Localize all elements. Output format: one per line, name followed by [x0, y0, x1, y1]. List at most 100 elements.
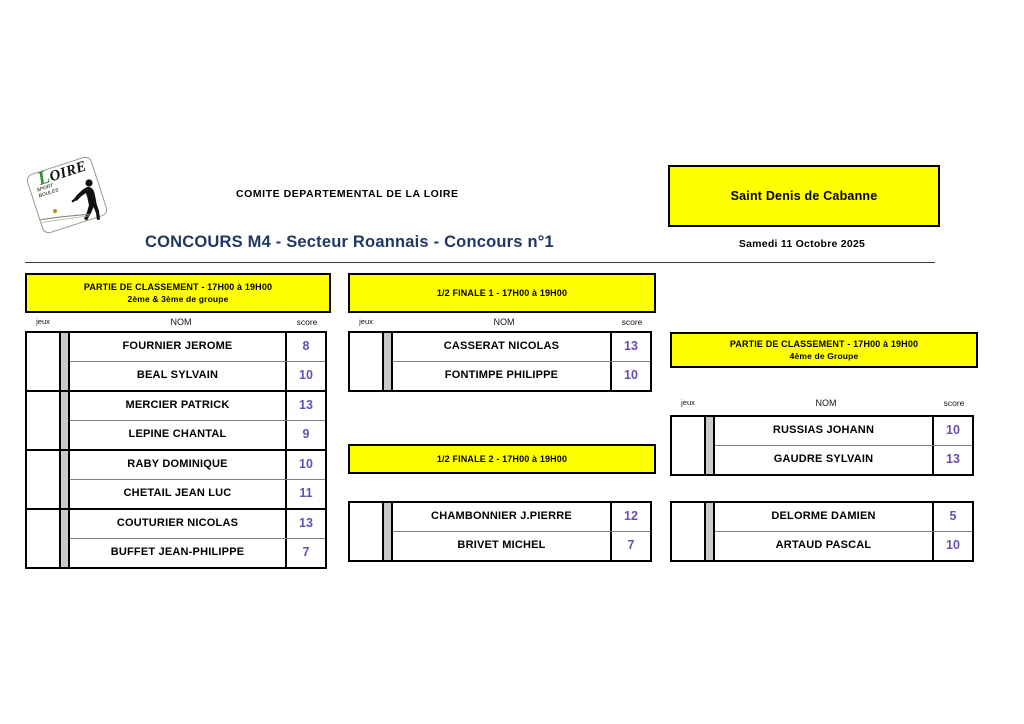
cell-jeux[interactable] — [27, 451, 61, 508]
page-title: CONCOURS M4 - Secteur Roannais - Concour… — [145, 233, 554, 251]
boule-ball-icon — [53, 209, 57, 213]
cell-jeux[interactable] — [672, 417, 706, 474]
section-banner-classement-2-3: PARTIE DE CLASSEMENT - 17H00 à 19H00 2èm… — [25, 273, 331, 313]
column-header-score: score — [943, 398, 965, 408]
table-row[interactable]: BUFFET JEAN-PHILIPPE 7 — [70, 538, 325, 567]
table-row[interactable]: LEPINE CHANTAL 9 — [70, 420, 325, 449]
cell-jeux[interactable] — [27, 333, 61, 390]
column-header-nom: NOM — [493, 317, 515, 327]
boules-player-icon — [71, 179, 100, 221]
cell-score: 5 — [949, 509, 957, 524]
section-banner-demi-finale-2: 1/2 FINALE 2 - 17H00 à 19H00 — [348, 444, 656, 474]
cell-player-name: RUSSIAS JOHANN — [715, 417, 934, 445]
column-header-nom: NOM — [815, 398, 837, 408]
cell-score: 7 — [302, 545, 310, 560]
column-header-row-left: jeux NOM score — [25, 317, 327, 331]
table-row[interactable]: BEAL SYLVAIN 10 — [70, 361, 325, 390]
committee-title: COMITE DEPARTEMENTAL DE LA LOIRE — [236, 188, 459, 200]
table-row[interactable]: BRIVET MICHEL 7 — [393, 531, 650, 560]
title-divider — [25, 262, 935, 263]
banner-line1: 1/2 FINALE 2 - 17H00 à 19H00 — [436, 453, 568, 464]
group-divider-band — [61, 333, 70, 390]
table-row[interactable]: RABY DOMINIQUE 10 — [70, 451, 325, 480]
cell-player-name: MERCIER PATRICK — [70, 392, 287, 420]
column-header-row-right: jeux NOM score — [670, 398, 974, 412]
cell-jeux[interactable] — [350, 503, 384, 560]
cell-score: 9 — [302, 427, 310, 442]
event-date: Samedi 11 Octobre 2025 — [738, 238, 866, 250]
table-row[interactable]: CASSERAT NICOLAS 13 — [393, 333, 650, 362]
cell-score: 13 — [299, 516, 313, 531]
column-header-row-mid1: jeux NOM score — [348, 317, 652, 331]
table-row[interactable]: CHETAIL JEAN LUC 11 — [70, 479, 325, 508]
cell-player-name: DELORME DAMIEN — [715, 503, 934, 531]
column-header-jeux: jeux — [359, 317, 373, 326]
cell-player-name: BEAL SYLVAIN — [70, 361, 287, 390]
cell-player-name: FONTIMPE PHILIPPE — [393, 361, 612, 390]
cell-jeux[interactable] — [672, 503, 706, 560]
cell-player-name: BUFFET JEAN-PHILIPPE — [70, 538, 287, 567]
section-banner-classement-4: PARTIE DE CLASSEMENT - 17H00 à 19H00 4èm… — [670, 332, 978, 368]
cell-jeux[interactable] — [350, 333, 384, 390]
table-row[interactable]: DELORME DAMIEN 5 — [715, 503, 972, 532]
banner-line1: PARTIE DE CLASSEMENT - 17H00 à 19H00 — [83, 281, 273, 292]
column-header-score: score — [621, 317, 643, 327]
cell-score: 13 — [624, 339, 638, 354]
banner-line2: 4ème de Groupe — [789, 351, 859, 361]
cell-player-name: CASSERAT NICOLAS — [393, 333, 612, 361]
cell-player-name: BRIVET MICHEL — [393, 531, 612, 560]
cell-score: 10 — [299, 457, 313, 472]
cell-player-name: LEPINE CHANTAL — [70, 420, 287, 449]
cell-score: 11 — [299, 486, 313, 501]
group-divider-band — [61, 392, 70, 449]
cell-player-name: GAUDRE SYLVAIN — [715, 445, 934, 474]
section-banner-demi-finale-1: 1/2 FINALE 1 - 17H00 à 19H00 — [348, 273, 656, 313]
cell-score: 10 — [299, 368, 313, 383]
venue-badge: Saint Denis de Cabanne — [668, 165, 940, 227]
group-divider-band — [61, 510, 70, 567]
cell-score: 7 — [627, 538, 635, 553]
group-divider-band — [706, 503, 715, 560]
cell-player-name: COUTURIER NICOLAS — [70, 510, 287, 538]
group-divider-band — [384, 333, 393, 390]
cell-player-name: CHETAIL JEAN LUC — [70, 479, 287, 508]
table-row[interactable]: RUSSIAS JOHANN 10 — [715, 417, 972, 446]
banner-line1: PARTIE DE CLASSEMENT - 17H00 à 19H00 — [729, 338, 919, 349]
cell-score: 10 — [946, 423, 960, 438]
table-row[interactable]: COUTURIER NICOLAS 13 — [70, 510, 325, 539]
banner-line1: 1/2 FINALE 1 - 17H00 à 19H00 — [436, 287, 568, 298]
column-header-score: score — [296, 317, 318, 327]
column-header-jeux: jeux — [681, 398, 695, 407]
cell-jeux[interactable] — [27, 510, 61, 567]
cell-jeux[interactable] — [27, 392, 61, 449]
cell-player-name: RABY DOMINIQUE — [70, 451, 287, 479]
column-header-jeux: jeux — [36, 317, 50, 326]
